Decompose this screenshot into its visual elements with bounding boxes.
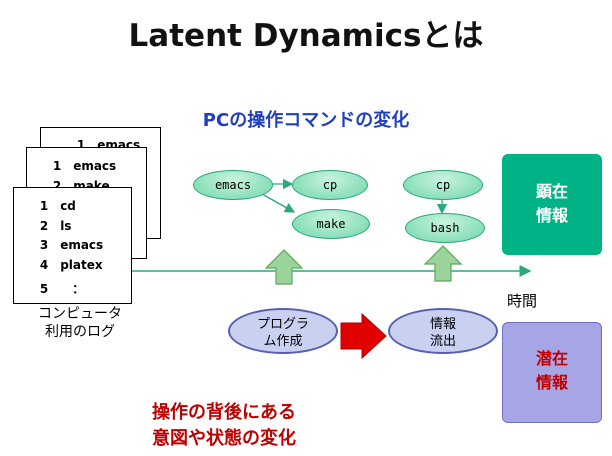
up-arrow-left	[264, 249, 304, 285]
red-transition-arrow	[340, 312, 387, 360]
log-row: 2 ls	[39, 219, 72, 233]
subtitle: PCの操作コマンドの変化	[202, 110, 410, 131]
command-make: make	[292, 209, 370, 239]
state-info-leak: 情報 流出	[388, 308, 498, 354]
command-cp-1: cp	[292, 170, 368, 200]
log-caption: コンピュータ 利用のログ	[38, 306, 122, 340]
command-bash: bash	[405, 213, 485, 243]
time-axis-label: 時間	[507, 292, 538, 310]
bottom-caption-line-2: 意図や状態の変化	[152, 428, 296, 449]
log-row: 5 ：	[39, 282, 85, 296]
up-arrow-right	[423, 245, 463, 282]
log-row: 3 emacs	[39, 238, 104, 252]
state-program-creation: プログラ ム作成	[228, 308, 338, 354]
visible-info-box: 顕在 情報	[502, 154, 602, 255]
bottom-caption-line-1: 操作の背後にある	[152, 402, 296, 423]
log-row: 1 cd	[39, 199, 76, 213]
latent-info-box: 潜在 情報	[502, 322, 602, 423]
page-title: Latent Dynamicsとは	[128, 18, 484, 54]
command-cp-2: cp	[403, 170, 483, 200]
arrow-emacs-make	[261, 193, 296, 213]
command-emacs: emacs	[193, 170, 273, 200]
log-page-front: 1 cd 2 ls 3 emacs 4 platex 5 ：	[13, 187, 132, 304]
log-row: 4 platex	[39, 258, 103, 272]
